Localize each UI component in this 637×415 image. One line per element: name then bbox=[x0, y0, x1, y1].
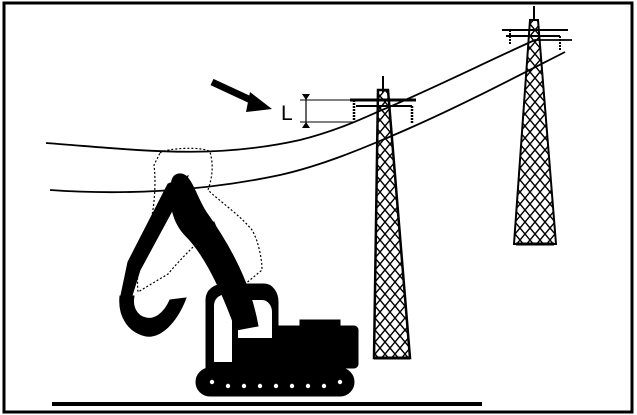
excavator-icon bbox=[119, 173, 359, 397]
lower-conductor bbox=[49, 51, 566, 194]
clearance-label: L bbox=[281, 102, 293, 125]
upper-conductor bbox=[45, 39, 572, 153]
tower-far bbox=[502, 6, 568, 246]
arrow-down-right-icon bbox=[210, 78, 272, 112]
power-lines bbox=[45, 39, 572, 194]
clearance-dimension bbox=[300, 94, 356, 128]
tower-near bbox=[350, 76, 416, 360]
